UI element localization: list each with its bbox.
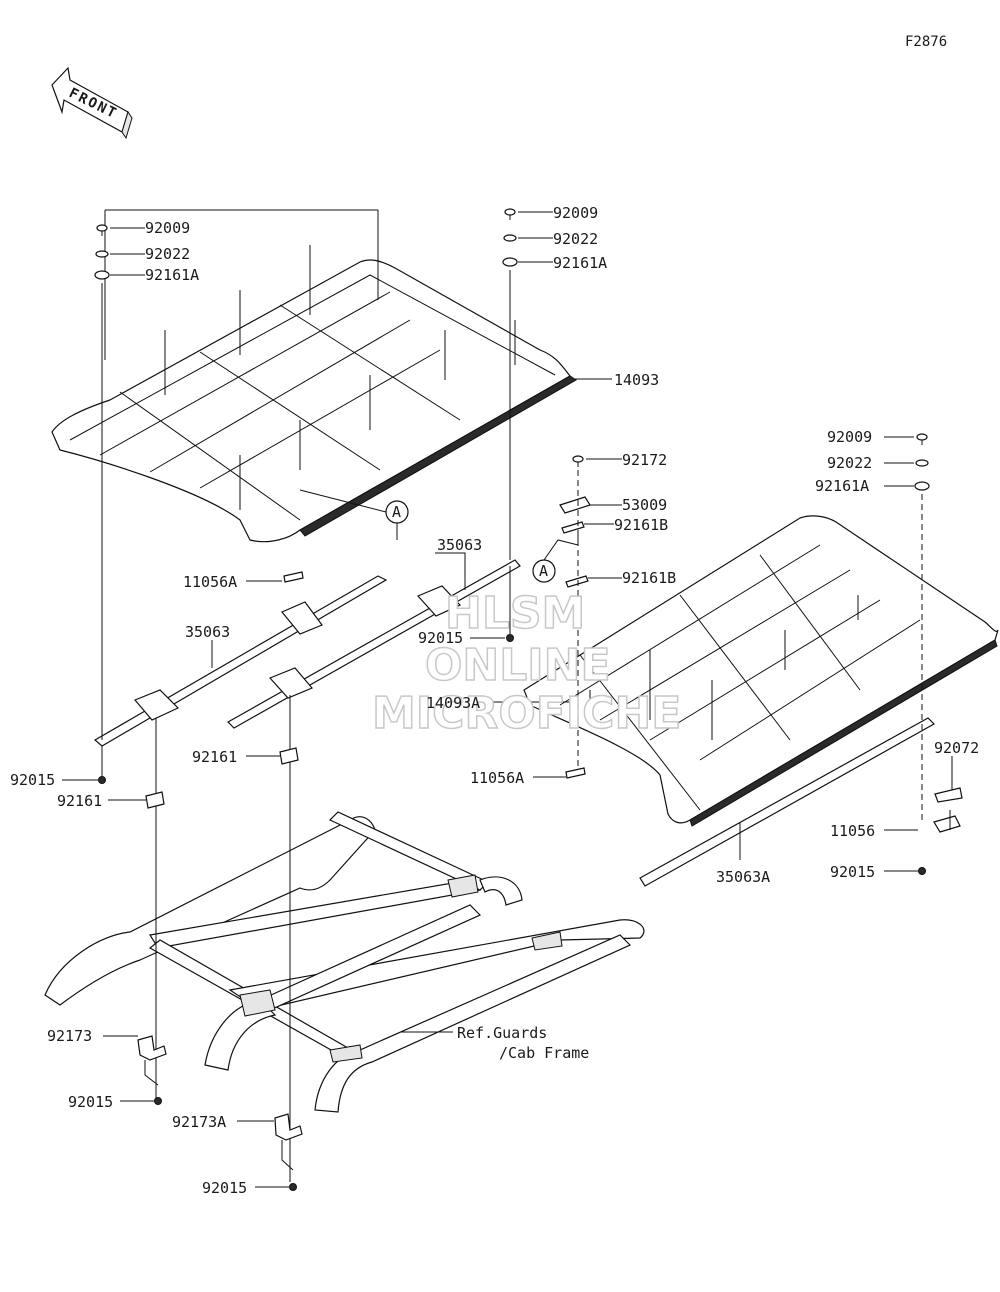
figure-code: F2876: [905, 34, 947, 50]
label-53009: 53009: [622, 496, 667, 514]
label-11056a-left: 11056A: [183, 573, 237, 591]
leader-lines: [62, 211, 951, 1188]
label-35063-top: 35063: [437, 536, 482, 554]
watermark-line3: MICROFICHE: [372, 688, 681, 739]
front-roof-panel: A: [51, 209, 577, 543]
label-92015-mid: 92015: [418, 629, 463, 647]
label-11056a-right: 11056A: [470, 769, 524, 787]
label-92161a-mid: 92161A: [553, 254, 607, 272]
cab-frame: [44, 811, 645, 1113]
watermark: HLSM ONLINE MICROFICHE: [371, 587, 682, 740]
label-92015-bottom: 92015: [202, 1179, 247, 1197]
label-92015-right: 92015: [830, 863, 875, 881]
callout-a-right: A: [539, 562, 548, 580]
label-92161-mid: 92161: [192, 748, 237, 766]
hardware: A: [94, 208, 963, 1191]
label-92173a: 92173A: [172, 1113, 226, 1131]
part-labels: 92009 92022 92161A 92009 92022 92161A 14…: [10, 204, 979, 1197]
label-92072: 92072: [934, 739, 979, 757]
label-92161-left: 92161: [57, 792, 102, 810]
label-92022-mid: 92022: [553, 230, 598, 248]
cross-rails: [93, 559, 935, 887]
label-92009-mid: 92009: [553, 204, 598, 222]
watermark-line1: HLSM: [445, 588, 585, 639]
label-92015-bottom-left: 92015: [68, 1093, 113, 1111]
label-92161a-left: 92161A: [145, 266, 199, 284]
label-92161a-right: 92161A: [815, 477, 869, 495]
label-92172: 92172: [622, 451, 667, 469]
label-92161b-bottom: 92161B: [622, 569, 676, 587]
callout-a-left: A: [392, 503, 401, 521]
label-92022-left: 92022: [145, 245, 190, 263]
label-92015-left: 92015: [10, 771, 55, 789]
label-14093: 14093: [614, 371, 659, 389]
front-arrow-icon: FRONT: [51, 66, 133, 140]
label-92173: 92173: [47, 1027, 92, 1045]
label-92161b-top: 92161B: [614, 516, 668, 534]
label-14093a: 14093A: [426, 694, 480, 712]
label-35063-left: 35063: [185, 623, 230, 641]
watermark-line2: ONLINE: [425, 640, 611, 691]
label-cab-frame: /Cab Frame: [499, 1044, 589, 1062]
label-92009-right: 92009: [827, 428, 872, 446]
label-11056: 11056: [830, 822, 875, 840]
label-92009-left: 92009: [145, 219, 190, 237]
rail-35063a: [639, 717, 935, 887]
label-ref-guards: Ref.Guards: [457, 1024, 547, 1042]
label-92022-right: 92022: [827, 454, 872, 472]
rear-roof-panel: [523, 515, 999, 827]
label-35063a: 35063A: [716, 868, 770, 886]
